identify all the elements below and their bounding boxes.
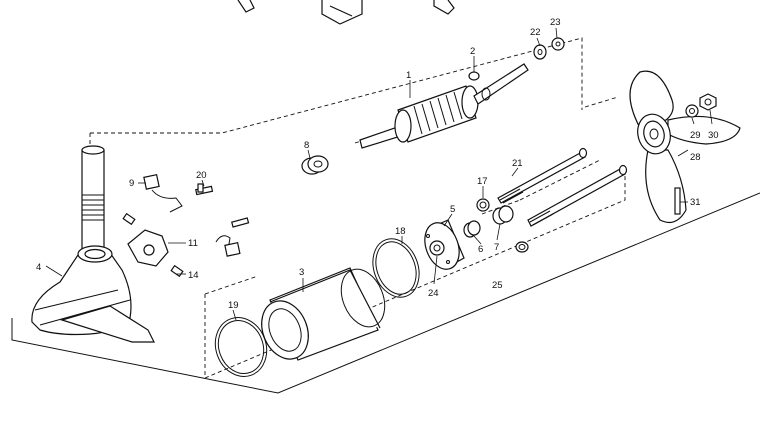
callout-3: 3	[299, 267, 304, 278]
washers-22-23	[533, 37, 565, 60]
base-frame	[11, 192, 760, 394]
armature	[359, 63, 529, 149]
seal-parts	[463, 198, 529, 253]
callout-4: 4	[36, 262, 41, 273]
bearing	[301, 155, 329, 175]
callout-19: 19	[228, 300, 239, 311]
callout-9: 9	[129, 178, 134, 189]
callout-18: 18	[395, 226, 406, 237]
callout-6: 6	[478, 244, 483, 255]
top-partial-parts	[237, 0, 455, 25]
callout-1: 1	[406, 70, 411, 81]
callout-5: 5	[450, 204, 455, 215]
motor-housing-tube	[261, 267, 386, 361]
prop-nut	[685, 93, 717, 118]
o-ring-19	[214, 317, 268, 377]
callout-29: 29	[690, 130, 701, 141]
callout-20: 20	[196, 170, 207, 181]
callout-17: 17	[477, 176, 488, 187]
dashed-assembly-outline	[89, 37, 626, 379]
o-ring-18	[372, 238, 420, 298]
callout-22: 22	[530, 27, 541, 38]
callout-25: 25	[492, 280, 503, 291]
callout-2: 2	[470, 46, 475, 57]
callout-11: 11	[188, 238, 198, 249]
callout-21: 21	[512, 158, 523, 169]
callout-24: 24	[428, 288, 439, 299]
callout-28: 28	[690, 152, 701, 163]
callout-30: 30	[708, 130, 719, 141]
shear-pin	[674, 187, 681, 215]
callouts: 1 2 22 23 8 9 20 11 14 4 3 19 18 5 24 6 …	[36, 17, 719, 311]
callout-8: 8	[304, 140, 309, 151]
callout-31: 31	[690, 197, 701, 208]
propeller	[629, 70, 741, 223]
callout-23: 23	[550, 17, 561, 28]
callout-7: 7	[494, 242, 499, 253]
lower-unit-housing	[31, 145, 155, 343]
end-cap	[424, 219, 465, 270]
through-bolts	[497, 147, 628, 227]
callout-14: 14	[188, 270, 199, 281]
leader-lines	[45, 27, 713, 321]
brush-assembly	[122, 173, 250, 278]
washer-2	[468, 71, 480, 81]
